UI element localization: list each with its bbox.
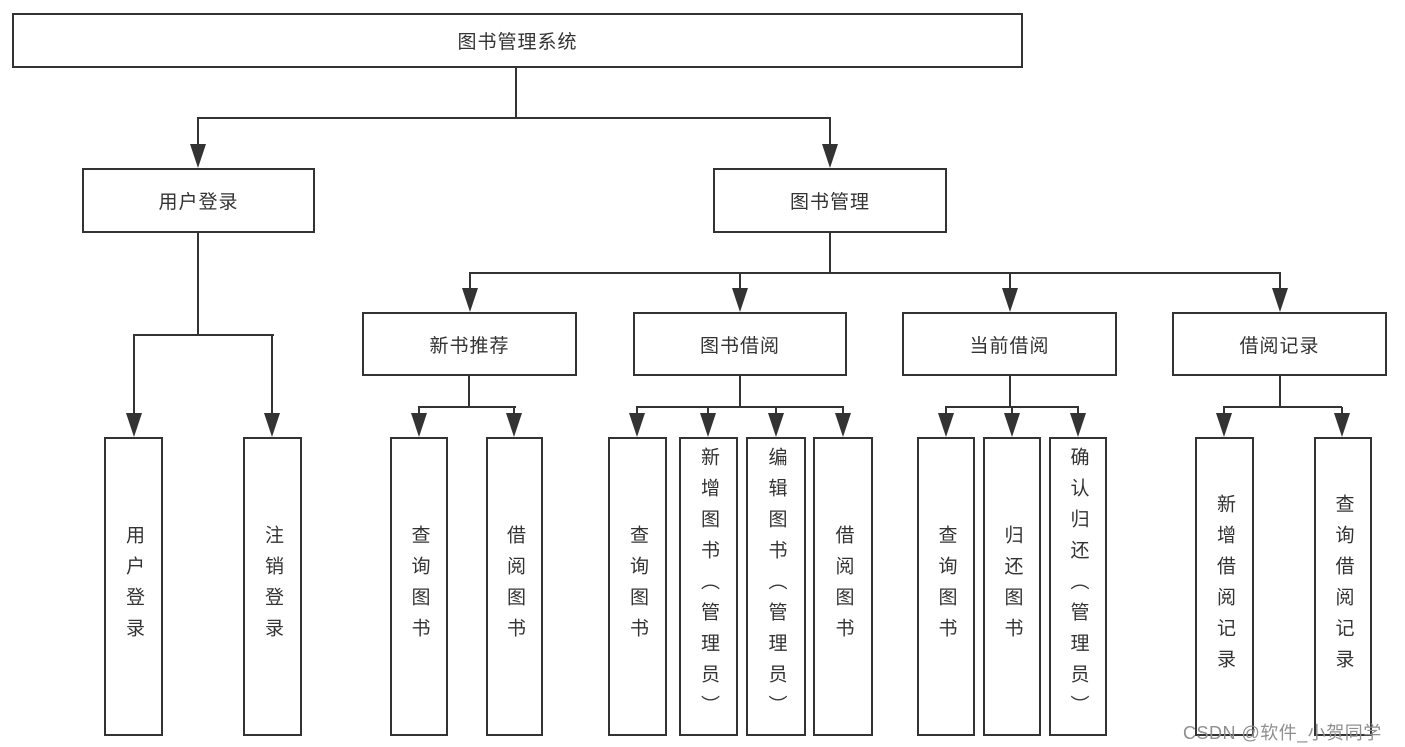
leaf-query-books-current-label: 查询图书 xyxy=(935,524,957,649)
arrow-down-icon xyxy=(462,288,478,312)
connector-br-stem-1 xyxy=(1223,407,1225,415)
connector-root-hline xyxy=(197,117,831,119)
connector-br-stem-2 xyxy=(1341,407,1343,415)
watermark-text: CSDN @软件_小贺同学 xyxy=(1183,723,1382,743)
connector-user-login-stem-1 xyxy=(133,335,135,415)
arrow-down-icon xyxy=(938,413,954,437)
leaf-borrow-books-borrowing-label: 借阅图书 xyxy=(832,524,854,649)
connector-cb-stem-3 xyxy=(1077,407,1079,415)
node-borrowing-records: 借阅记录 xyxy=(1172,312,1387,376)
connector-root-right-stem xyxy=(829,118,831,146)
leaf-return-books-label: 归还图书 xyxy=(1001,524,1023,649)
connector-bb-stem-3 xyxy=(775,407,777,415)
leaf-confirm-return-admin-label: 确认归还（管理员） xyxy=(1067,447,1089,726)
leaf-edit-books-admin: 编辑图书（管理员） xyxy=(746,437,806,736)
node-book-management-label: 图书管理 xyxy=(789,192,870,213)
connector-nbr-stem-2 xyxy=(513,407,515,415)
leaf-query-books-current: 查询图书 xyxy=(917,437,975,736)
connector-user-login-hline xyxy=(133,334,274,336)
leaf-logout: 注销登录 xyxy=(243,437,302,736)
node-borrowing-records-label: 借阅记录 xyxy=(1239,335,1320,357)
connector-book-mgmt-vline xyxy=(829,233,831,273)
connector-nbr-hline xyxy=(418,406,516,408)
leaf-user-login-label: 用户登录 xyxy=(123,524,144,649)
arrow-down-icon xyxy=(835,413,851,437)
leaf-query-borrow-record: 查询借阅记录 xyxy=(1314,437,1372,736)
arrow-down-icon xyxy=(190,144,206,168)
arrow-down-icon xyxy=(126,413,142,437)
leaf-query-books-borrowing-label: 查询图书 xyxy=(627,524,648,649)
connector-bb-stem-2 xyxy=(707,407,709,415)
connector-bb-hline xyxy=(636,406,844,408)
connector-nbr-stem-1 xyxy=(418,407,420,415)
leaf-add-borrow-record: 新增借阅记录 xyxy=(1195,437,1254,736)
node-new-book-recommend-label: 新书推荐 xyxy=(429,335,510,357)
leaf-borrow-books-borrowing: 借阅图书 xyxy=(813,437,873,736)
arrow-down-icon xyxy=(1334,413,1350,437)
leaf-borrow-books-recommend-label: 借阅图书 xyxy=(504,524,525,649)
arrow-down-icon xyxy=(506,413,522,437)
node-current-borrowing-label: 当前借阅 xyxy=(969,335,1050,357)
connector-book-mgmt-stem-2 xyxy=(739,273,741,290)
connector-book-mgmt-stem-4 xyxy=(1279,273,1281,290)
node-book-borrowing-label: 图书借阅 xyxy=(699,335,780,357)
leaf-confirm-return-admin: 确认归还（管理员） xyxy=(1049,437,1107,736)
leaf-query-books-recommend-label: 查询图书 xyxy=(408,524,430,649)
arrow-down-icon xyxy=(1004,413,1020,437)
leaf-return-books: 归还图书 xyxy=(983,437,1041,736)
leaf-edit-books-admin-label: 编辑图书（管理员） xyxy=(765,447,787,726)
connector-cb-vline xyxy=(1009,376,1011,407)
connector-cb-stem-1 xyxy=(945,407,947,415)
connector-user-login-stem-2 xyxy=(271,335,273,415)
leaf-query-borrow-record-label: 查询借阅记录 xyxy=(1332,493,1354,680)
arrow-down-icon xyxy=(732,288,748,312)
connector-bb-stem-4 xyxy=(842,407,844,415)
leaf-borrow-books-recommend: 借阅图书 xyxy=(486,437,543,736)
arrow-down-icon xyxy=(1002,288,1018,312)
node-library-system-label: 图书管理系统 xyxy=(457,32,578,53)
arrow-down-icon xyxy=(264,413,280,437)
leaf-query-books-recommend: 查询图书 xyxy=(390,437,448,736)
connector-book-mgmt-stem-3 xyxy=(1009,273,1011,290)
connector-bb-stem-1 xyxy=(636,407,638,415)
arrow-down-icon xyxy=(1272,288,1288,312)
connector-bb-vline xyxy=(739,376,741,407)
leaf-user-login: 用户登录 xyxy=(104,437,163,736)
connector-root-left-stem xyxy=(197,118,199,146)
arrow-down-icon xyxy=(1216,413,1232,437)
node-library-system: 图书管理系统 xyxy=(12,13,1023,68)
connector-br-vline xyxy=(1279,376,1281,407)
arrow-down-icon xyxy=(629,413,645,437)
node-book-management: 图书管理 xyxy=(713,168,947,233)
leaf-query-books-borrowing: 查询图书 xyxy=(608,437,667,736)
node-new-book-recommend: 新书推荐 xyxy=(362,312,577,376)
node-user-login: 用户登录 xyxy=(82,168,315,233)
connector-br-hline xyxy=(1223,406,1342,408)
node-user-login-label: 用户登录 xyxy=(158,192,239,213)
node-current-borrowing: 当前借阅 xyxy=(902,312,1117,376)
connector-book-mgmt-hline xyxy=(469,272,1281,274)
leaf-add-books-admin: 新增图书（管理员） xyxy=(679,437,738,736)
leaf-add-borrow-record-label: 新增借阅记录 xyxy=(1214,493,1235,680)
arrow-down-icon xyxy=(1070,413,1086,437)
leaf-add-books-admin-label: 新增图书（管理员） xyxy=(698,447,719,726)
arrow-down-icon xyxy=(822,144,838,168)
connector-cb-stem-2 xyxy=(1011,407,1013,415)
arrow-down-icon xyxy=(700,413,716,437)
connector-nbr-vline xyxy=(468,376,470,407)
connector-user-login-vline xyxy=(197,233,199,335)
arrow-down-icon xyxy=(768,413,784,437)
arrow-down-icon xyxy=(411,413,427,437)
connector-root-vline xyxy=(515,68,517,118)
connector-book-mgmt-stem-1 xyxy=(469,273,471,290)
leaf-logout-label: 注销登录 xyxy=(262,524,283,649)
node-book-borrowing: 图书借阅 xyxy=(633,312,847,376)
